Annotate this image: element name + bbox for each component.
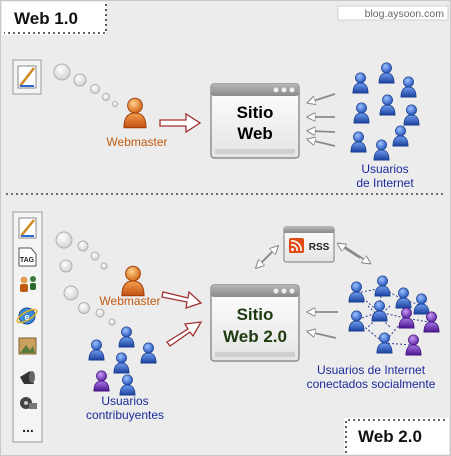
ie-icon: e (16, 307, 38, 325)
svg-text:e: e (24, 312, 29, 322)
web1-site-window: Sitio Web (210, 83, 300, 159)
pencil-ruler-icon (17, 65, 37, 89)
people-share-icon (20, 276, 36, 292)
web1-webmaster-label: Webmaster (106, 135, 167, 149)
web1-webmaster-arrow (159, 112, 202, 134)
svg-text:TAG: TAG (20, 257, 35, 264)
photo-icon (18, 337, 37, 355)
web1-users-label-2: de Internet (356, 176, 414, 190)
rss-icon (289, 238, 304, 253)
tag-icon: TAG (18, 247, 37, 267)
web2-site-label-1: Sitio (237, 305, 274, 324)
web1-title-tab: Web 1.0 (2, 2, 107, 35)
site-credit: blog.aysoon.com (337, 5, 449, 21)
web1-site-label-2: Web (237, 124, 273, 143)
web2-thought-bubbles (55, 231, 116, 326)
web2-contributors-label-2: contribuyentes (86, 408, 164, 422)
web1-users-label-1: Usuarios (361, 162, 408, 176)
rss-feed-badge: RSS (283, 226, 335, 263)
web2-social-label-1: Usuarios de Internet (317, 363, 426, 377)
web1-site-label-1: Sitio (237, 103, 274, 122)
web2-webmaster-label: Webmaster (99, 294, 160, 308)
web2-site-window: Sitio Web 2.0 (210, 284, 300, 362)
film-reel-icon (20, 397, 37, 409)
web1-thought-bubbles (53, 63, 118, 107)
web2-title: Web 2.0 (358, 427, 422, 446)
web1-toolbar (12, 59, 42, 95)
web2-social-arrows (310, 312, 338, 339)
web2-contributors-label-1: Usuarios (101, 394, 148, 408)
web2-title-tab: Web 2.0 (344, 418, 449, 454)
rss-label: RSS (309, 242, 330, 253)
web1-user-arrows (310, 93, 336, 147)
pencil-ruler-icon (18, 217, 37, 239)
web2-social-label-2: conectados socialmente (307, 377, 436, 391)
rss-arrows (258, 245, 368, 266)
web1-title: Web 1.0 (14, 9, 78, 28)
web2-webmaster-arrow (161, 290, 203, 309)
web2-site-label-2: Web 2.0 (223, 327, 287, 346)
more-icon: ... (22, 419, 34, 435)
megaphone-icon (20, 371, 35, 384)
web2-toolbar: TAG e ... (12, 211, 43, 443)
site-credit-text: blog.aysoon.com (365, 8, 445, 20)
web2-contributors-arrow (166, 321, 203, 347)
